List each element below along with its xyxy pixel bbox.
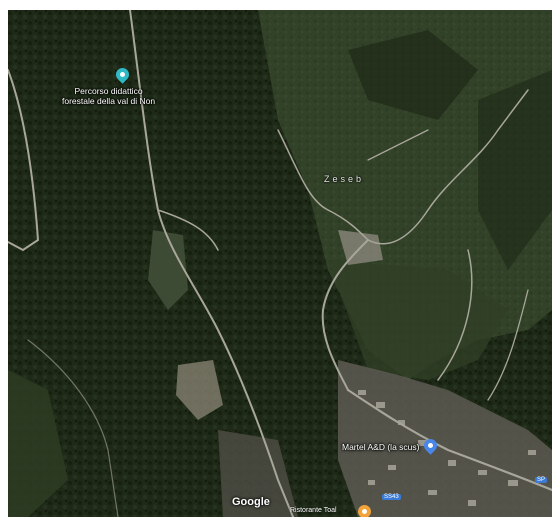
place-label-zeseb[interactable]: Zeseb: [324, 174, 365, 184]
google-logo: Google: [232, 496, 270, 508]
road-shield: SS43: [382, 494, 401, 500]
poi-label-line2: forestale della val di Non: [62, 96, 156, 106]
poi-label-line1: Percorso didattico: [74, 86, 143, 96]
map-viewport[interactable]: Percorso didattico forestale della val d…: [8, 10, 552, 517]
town-area: [338, 360, 552, 517]
dark-ravine: [478, 70, 552, 270]
restaurant-label[interactable]: Ristorante Toal: [290, 507, 337, 514]
village-area: [218, 430, 298, 517]
pin-dot: [426, 441, 435, 450]
poi-label-forestry-trail[interactable]: Percorso didattico forestale della val d…: [62, 86, 155, 106]
quarry: [176, 360, 223, 420]
pin-dot: [118, 70, 127, 79]
hill-shadow: [348, 30, 478, 120]
meadow-area-left: [8, 370, 68, 517]
roads: [8, 10, 552, 517]
road-shield: SP: [535, 477, 548, 483]
poi-label-shop[interactable]: Martel A&D (la scus): [342, 442, 420, 452]
clearing: [148, 230, 188, 310]
pin-dot: [360, 507, 369, 516]
satellite-imagery[interactable]: [8, 10, 552, 517]
meadow-area-lower: [328, 260, 508, 380]
